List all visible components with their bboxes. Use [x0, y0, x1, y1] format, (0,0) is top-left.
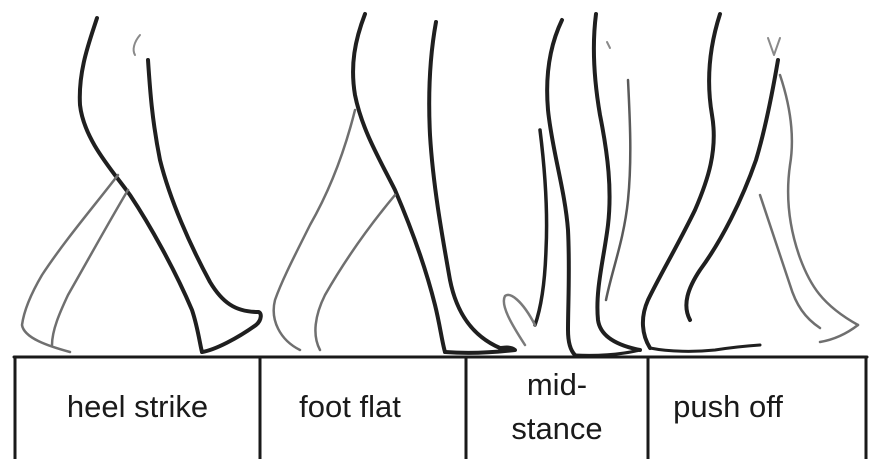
back-leg	[315, 195, 395, 350]
front-leg-front-edge	[686, 60, 778, 320]
phase-label-heel-strike: heel strike	[15, 358, 260, 456]
knee-detail	[607, 42, 610, 48]
stance-leg-back-edge	[547, 20, 575, 355]
back-leg-front-edge	[22, 175, 118, 352]
swing-foot	[504, 295, 535, 345]
back-leg-front-edge	[274, 110, 355, 350]
stance-leg-front-edge	[594, 14, 640, 350]
front-leg-back-edge	[643, 14, 720, 348]
back-foot	[820, 325, 858, 342]
knee-detail	[134, 35, 140, 55]
walking-legs-foot-flat	[274, 14, 515, 353]
front-foot	[202, 312, 261, 352]
walking-legs-push-off	[643, 14, 858, 351]
front-leg-front-edge	[148, 60, 258, 312]
walking-legs-mid-stance	[504, 14, 640, 355]
phase-label-mid-stance: mid- stance	[466, 358, 648, 456]
phase-label-push-off: push off	[648, 358, 866, 456]
front-foot	[650, 345, 760, 351]
front-foot	[445, 348, 515, 353]
knee-detail	[768, 38, 780, 55]
phase-label-foot-flat: foot flat	[260, 358, 466, 456]
back-leg	[52, 190, 128, 345]
front-leg-front-edge	[429, 22, 500, 348]
stance-foot	[575, 350, 640, 355]
walking-legs-heel-strike	[22, 18, 261, 352]
front-leg-back-edge	[80, 18, 202, 352]
swing-leg	[535, 130, 547, 325]
